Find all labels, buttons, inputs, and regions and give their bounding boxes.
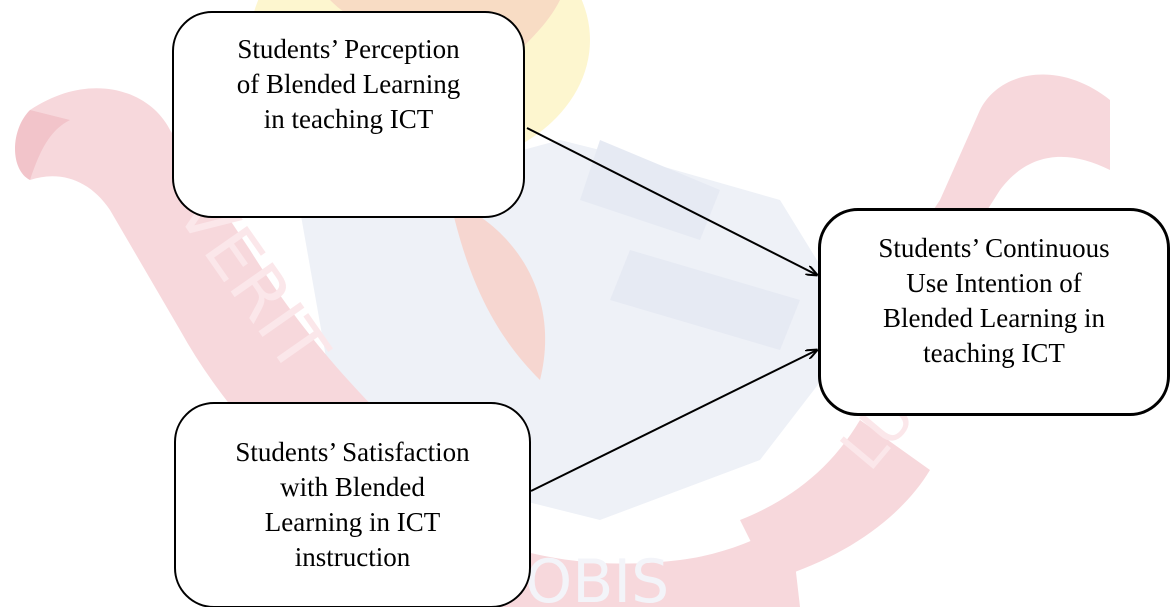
node-perception: Students’ Perception of Blended Learning…	[172, 11, 525, 218]
crest-stripe	[610, 250, 800, 350]
watermark-text-bottom: OBIS	[525, 547, 669, 607]
crest-ribbon-left-fold	[15, 110, 70, 180]
crest-leaves	[450, 200, 546, 380]
node-continuous-use: Students’ Continuous Use Intention of Bl…	[818, 208, 1170, 416]
node-perception-label: Students’ Perception of Blended Learning…	[236, 34, 461, 134]
node-satisfaction: Students’ Satisfaction with Blended Lear…	[174, 402, 531, 607]
node-continuous-use-label: Students’ Continuous Use Intention of Bl…	[878, 233, 1110, 368]
node-satisfaction-label: Students’ Satisfaction with Blended Lear…	[235, 437, 470, 572]
edge-satisfaction-to-continuous	[530, 350, 817, 492]
edge-perception-to-continuous	[526, 127, 817, 275]
